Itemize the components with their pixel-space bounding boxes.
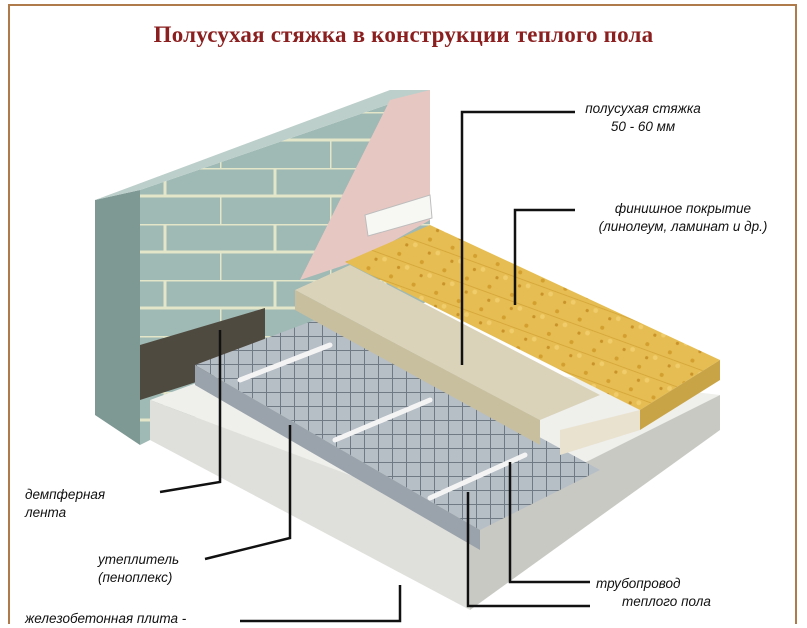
label-damper-line2: лента — [25, 505, 67, 520]
label-finish: финишное покрытие (линолеум, ламинат и д… — [573, 200, 793, 236]
insulation-leader — [204, 425, 292, 561]
label-pipe-line2: теплого пола — [622, 594, 711, 609]
label-pipe: трубопровод теплого пола — [596, 575, 711, 611]
insulation-layer — [195, 318, 600, 550]
pipe-leader-2 — [466, 492, 590, 608]
damper-leader — [159, 330, 222, 494]
plaster-layer — [300, 90, 430, 280]
label-insulation-line2: (пеноплекс) — [98, 570, 173, 585]
label-insulation-line1: утеплитель — [98, 552, 180, 567]
leader-lines — [159, 110, 590, 623]
page-frame — [8, 4, 797, 624]
page-title: Полусухая стяжка в конструкции теплого п… — [153, 22, 654, 47]
slab-leader — [240, 585, 402, 623]
label-screed-line1: полусухая стяжка — [585, 101, 701, 116]
damper-tape — [140, 308, 265, 400]
label-slab: железобетонная плита - — [25, 610, 186, 628]
label-slab-line1: железобетонная плита - — [25, 611, 187, 626]
label-finish-line1: финишное покрытие — [614, 201, 752, 216]
label-damper: демпферная лента — [25, 486, 105, 522]
finish-leader — [513, 208, 575, 305]
skirting-board — [364, 194, 433, 237]
label-insulation: утеплитель (пеноплекс) — [98, 551, 179, 587]
label-pipe-line1: трубопровод — [596, 576, 681, 591]
screed-leader — [460, 110, 575, 365]
screed-layer — [295, 265, 600, 445]
label-screed: полусухая стяжка 50 - 60 мм — [578, 100, 708, 136]
label-screed-line2: 50 - 60 мм — [610, 119, 676, 134]
pipe-leader-1 — [508, 462, 590, 584]
label-finish-line2: (линолеум, ламинат и др.) — [598, 219, 768, 234]
label-damper-line1: демпферная — [25, 487, 106, 502]
finish-coating — [345, 225, 720, 455]
